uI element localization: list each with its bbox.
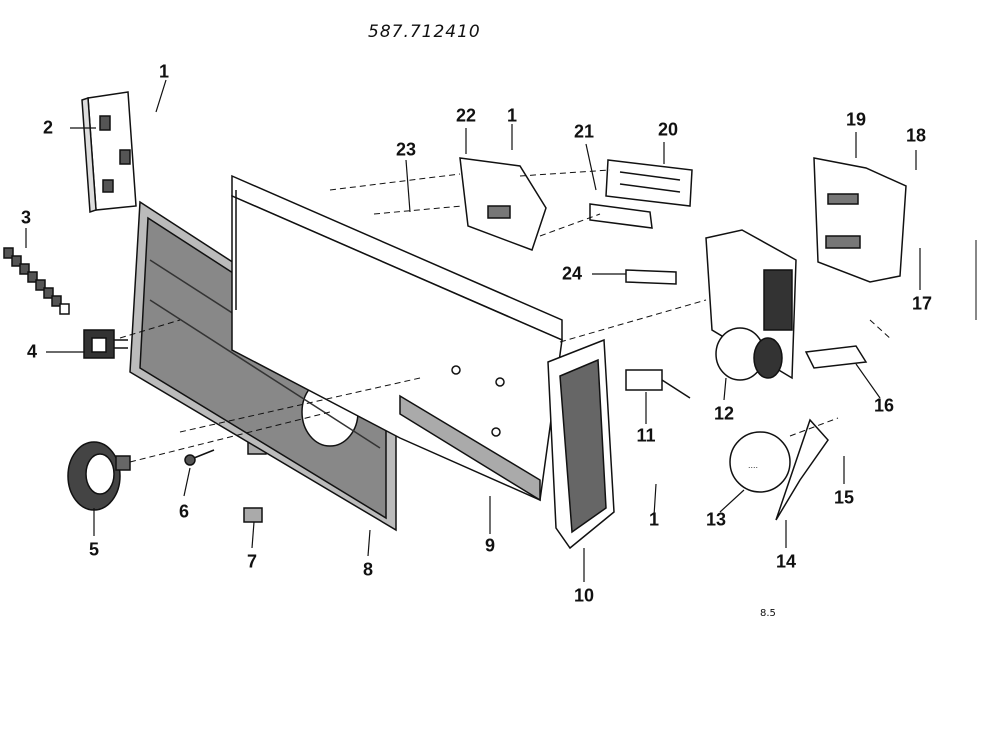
callout-18: 18 bbox=[905, 125, 927, 146]
part-11-switch bbox=[625, 369, 691, 399]
callout-13: 13 bbox=[705, 509, 727, 530]
part-4-switch bbox=[83, 329, 128, 359]
part-20-terminal-block bbox=[605, 159, 693, 207]
part-7-spacer bbox=[243, 439, 267, 523]
callout-6: 6 bbox=[178, 501, 190, 522]
part-22-mounting-plate bbox=[459, 157, 547, 251]
part-12-timer bbox=[705, 229, 797, 381]
callout-19: 19 bbox=[845, 109, 867, 130]
page-code: 8.5 bbox=[760, 608, 776, 619]
callout-14: 14 bbox=[775, 551, 797, 572]
callout-7: 7 bbox=[246, 551, 258, 572]
callout-2: 2 bbox=[42, 117, 54, 138]
callout-24: 24 bbox=[561, 263, 583, 284]
callout-20: 20 bbox=[657, 119, 679, 140]
callout-1-bottom: 1 bbox=[648, 509, 660, 530]
part-9-console-body bbox=[231, 174, 563, 502]
callout-11: 11 bbox=[636, 425, 656, 446]
leader-lines bbox=[25, 79, 921, 582]
part-19-cover bbox=[813, 157, 907, 283]
callout-21: 21 bbox=[573, 121, 595, 142]
callout-1-plate: 1 bbox=[506, 105, 518, 126]
callout-23: 23 bbox=[395, 139, 417, 160]
callout-22: 22 bbox=[455, 105, 477, 126]
part-21-bracket bbox=[589, 203, 653, 229]
callout-12: 12 bbox=[713, 403, 735, 424]
part-6-screw bbox=[184, 449, 215, 466]
callout-9: 9 bbox=[484, 535, 496, 556]
callout-16: 16 bbox=[873, 395, 895, 416]
callout-10: 10 bbox=[573, 585, 595, 606]
assembly-lines bbox=[119, 169, 893, 463]
part-24-terminal bbox=[625, 269, 677, 285]
callout-3: 3 bbox=[20, 207, 32, 228]
part-14-motor-bracket bbox=[775, 418, 829, 521]
part-10-window-panel bbox=[547, 338, 615, 550]
callout-1-top: 1 bbox=[158, 61, 170, 82]
document-id: 587.712410 bbox=[368, 22, 481, 42]
callout-8: 8 bbox=[362, 559, 374, 580]
part-16-clip bbox=[804, 345, 868, 369]
callout-17: 17 bbox=[911, 293, 933, 314]
part-13-motor: .... bbox=[729, 431, 791, 493]
part-2-side-bracket bbox=[81, 91, 137, 214]
callout-4: 4 bbox=[26, 341, 38, 362]
part-3-pushbuttons bbox=[3, 247, 70, 315]
svg-text:....: .... bbox=[748, 460, 758, 470]
callout-5: 5 bbox=[88, 539, 100, 560]
callout-15: 15 bbox=[833, 487, 855, 508]
part-5-knob bbox=[67, 441, 131, 511]
